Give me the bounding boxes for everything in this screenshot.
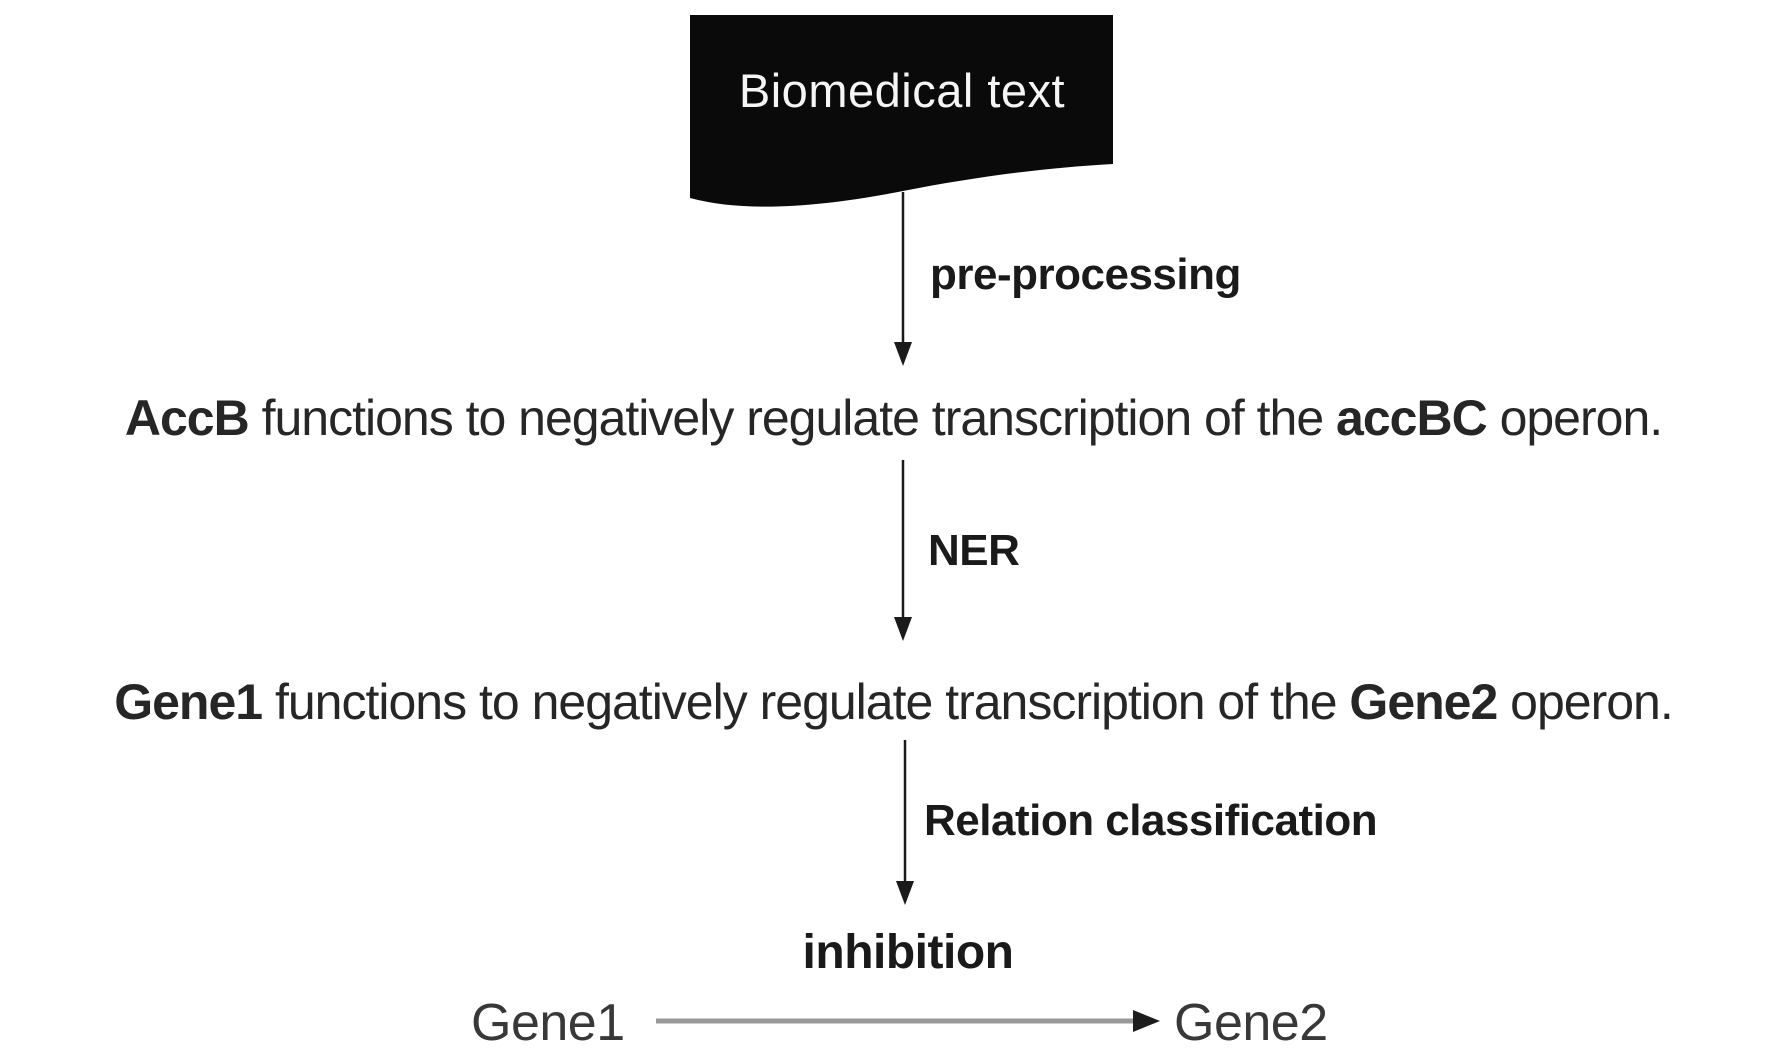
sentence-original: AccB functions to negatively regulate tr… — [0, 393, 1787, 443]
ner-step-label: NER — [928, 526, 1020, 575]
sentence-original-entity1: AccB — [124, 390, 250, 446]
sentence-ner-end: operon. — [1497, 674, 1674, 730]
sentence-ner-entity2: Gene2 — [1349, 674, 1498, 730]
relation-type-label: inhibition — [802, 926, 1014, 979]
preprocessing-down-arrow-icon — [894, 192, 912, 366]
sentence-ner: Gene1 functions to negatively regulate t… — [0, 677, 1787, 727]
sentence-ner-middle: functions to negatively regulate transcr… — [262, 674, 1350, 730]
wave-document-icon — [690, 15, 1113, 207]
relation-classification-step-label: Relation classification — [924, 796, 1378, 845]
preprocessing-step-label: pre-processing — [930, 250, 1241, 299]
relation-classification-down-arrow-icon — [896, 740, 914, 905]
sentence-ner-entity1: Gene1 — [114, 674, 263, 730]
sentence-original-end: operon. — [1486, 390, 1664, 446]
relation-target-label: Gene2 — [1174, 994, 1328, 1052]
sentence-original-middle: functions to negatively regulate transcr… — [248, 390, 1337, 446]
sentence-original-entity2: accBC — [1336, 390, 1488, 446]
ner-down-arrow-icon — [894, 460, 912, 641]
relation-edge-right-arrow-icon — [656, 1010, 1160, 1032]
relation-source-label: Gene1 — [471, 994, 625, 1052]
document-shape-title: Biomedical text — [738, 63, 1066, 117]
